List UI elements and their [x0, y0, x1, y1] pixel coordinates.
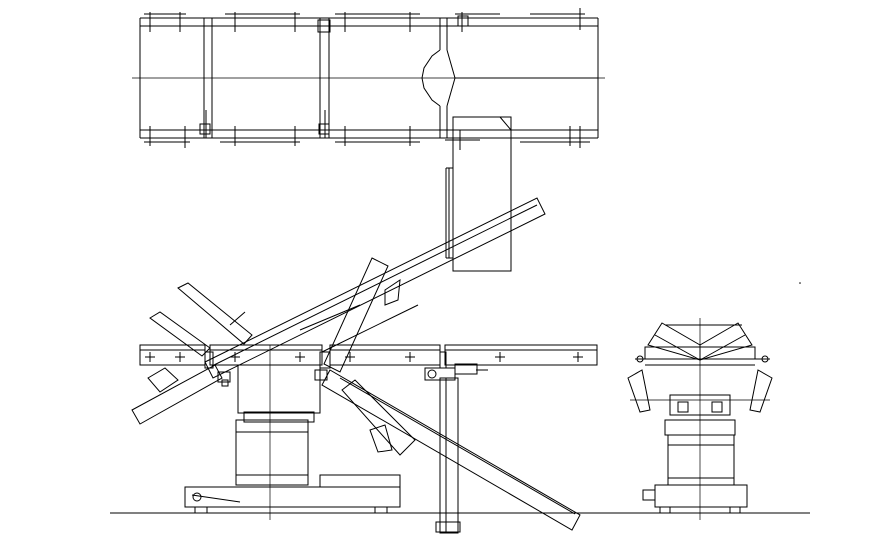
leg-support-column — [424, 363, 488, 534]
tilted-head-section — [131, 282, 361, 425]
table-base — [184, 474, 401, 514]
stray-dot — [799, 282, 801, 284]
end-view — [627, 318, 773, 520]
rail-ticks-bottom — [144, 110, 590, 148]
side-view — [110, 197, 810, 534]
table-column — [217, 345, 328, 520]
rail-ticks-top — [144, 8, 585, 33]
top-view — [132, 8, 605, 148]
head-rest-panel — [445, 116, 512, 272]
tilted-back-section — [204, 197, 546, 379]
tilted-leg-section — [321, 369, 581, 531]
table-top-screws — [145, 352, 583, 362]
